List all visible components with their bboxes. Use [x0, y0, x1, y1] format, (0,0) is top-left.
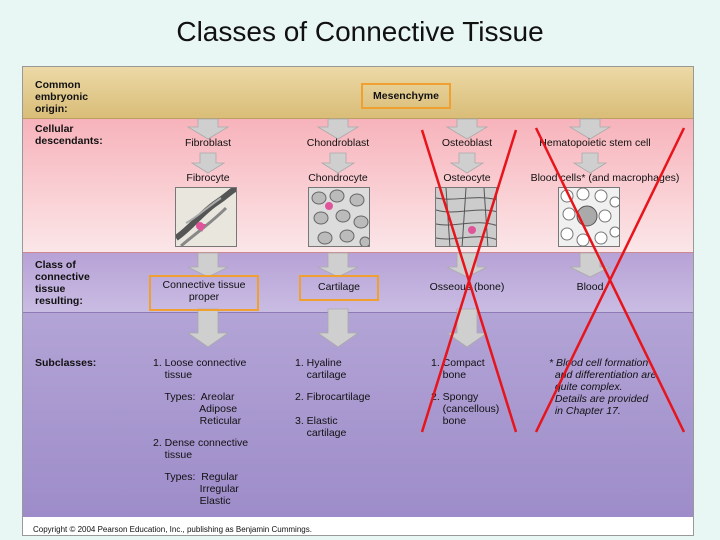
stem-osteoblast: Osteoblast [441, 137, 493, 149]
class-blood: Blood [576, 281, 604, 293]
copyright: Copyright © 2004 Pearson Education, Inc.… [33, 525, 312, 534]
arrow-bone [446, 252, 488, 278]
copyright-band [23, 517, 693, 535]
arrow-fibroblast [186, 118, 230, 140]
row-label-class: Class of connective tissue resulting: [35, 259, 90, 307]
origin-band [23, 67, 693, 119]
mature-fibrocyte: Fibrocyte [186, 172, 230, 184]
mesenchyme-highlight [361, 83, 451, 109]
ctp-highlight [149, 275, 259, 311]
arrow-osteoblast [445, 118, 489, 140]
bloodcells-micrograph [558, 187, 620, 247]
mature-bloodcells: Blood cells* (and macrophages) [530, 172, 680, 184]
arrow-ctp [187, 252, 229, 278]
arrow-cartilage [317, 252, 359, 278]
row-label-descendants: Cellular descendants: [35, 123, 103, 147]
cartilage-highlight [299, 275, 379, 301]
sub-cartilage-elastic: 3. Elastic cartilage [295, 415, 347, 439]
arrow-sub-bone [445, 308, 489, 348]
arrow-chondrocyte [320, 152, 356, 174]
fibrocyte-micrograph [175, 187, 237, 247]
stem-hematopoietic: Hematopoietic stem cell [539, 137, 651, 149]
sub-bone-spongy: 2. Spongy (cancellous) bone [431, 391, 500, 427]
osteocyte-micrograph [435, 187, 497, 247]
arrow-hematopoietic [568, 118, 612, 140]
arrow-chondroblast [316, 118, 360, 140]
chondrocyte-micrograph [308, 187, 370, 247]
sub-ctp-loose-types: Types: Areolar Adipose Reticular [164, 391, 242, 427]
class-ctp: Connective tissue proper [162, 279, 246, 303]
class-bone: Osseous (bone) [429, 281, 505, 293]
arrow-fibrocyte [190, 152, 226, 174]
class-cartilage: Cartilage [317, 281, 361, 293]
row-label-subclasses: Subclasses: [35, 357, 97, 369]
sub-cartilage-hyaline: 1. Hyaline cartilage [295, 357, 347, 381]
arrow-sub-cartilage [316, 308, 360, 348]
stem-fibroblast: Fibroblast [184, 137, 232, 149]
sub-ctp-dense: 2. Dense connective tissue [153, 437, 249, 461]
connective-tissue-chart: Common embryonic origin: Cellular descen… [22, 66, 694, 536]
sub-cartilage-fibro: 2. Fibrocartilage [295, 391, 371, 403]
arrow-blood [569, 252, 611, 278]
arrow-osteocyte [449, 152, 485, 174]
mature-osteocyte: Osteocyte [443, 172, 491, 184]
arrow-sub-ctp [186, 308, 230, 348]
arrow-bloodcells [572, 152, 608, 174]
slide-title: Classes of Connective Tissue [176, 16, 544, 47]
stem-chondroblast: Chondroblast [306, 137, 370, 149]
sub-ctp-dense-types: Types: Regular Irregular Elastic [164, 471, 239, 507]
mature-chondrocyte: Chondrocyte [308, 172, 368, 184]
mesenchyme-label: Mesenchyme [373, 90, 439, 102]
blood-footnote: * Blood cell formation and differentiati… [549, 357, 657, 417]
sub-bone-compact: 1. Compact bone [431, 357, 485, 381]
row-label-origin: Common embryonic origin: [35, 79, 89, 115]
sub-ctp-loose: 1. Loose connective tissue [153, 357, 247, 381]
